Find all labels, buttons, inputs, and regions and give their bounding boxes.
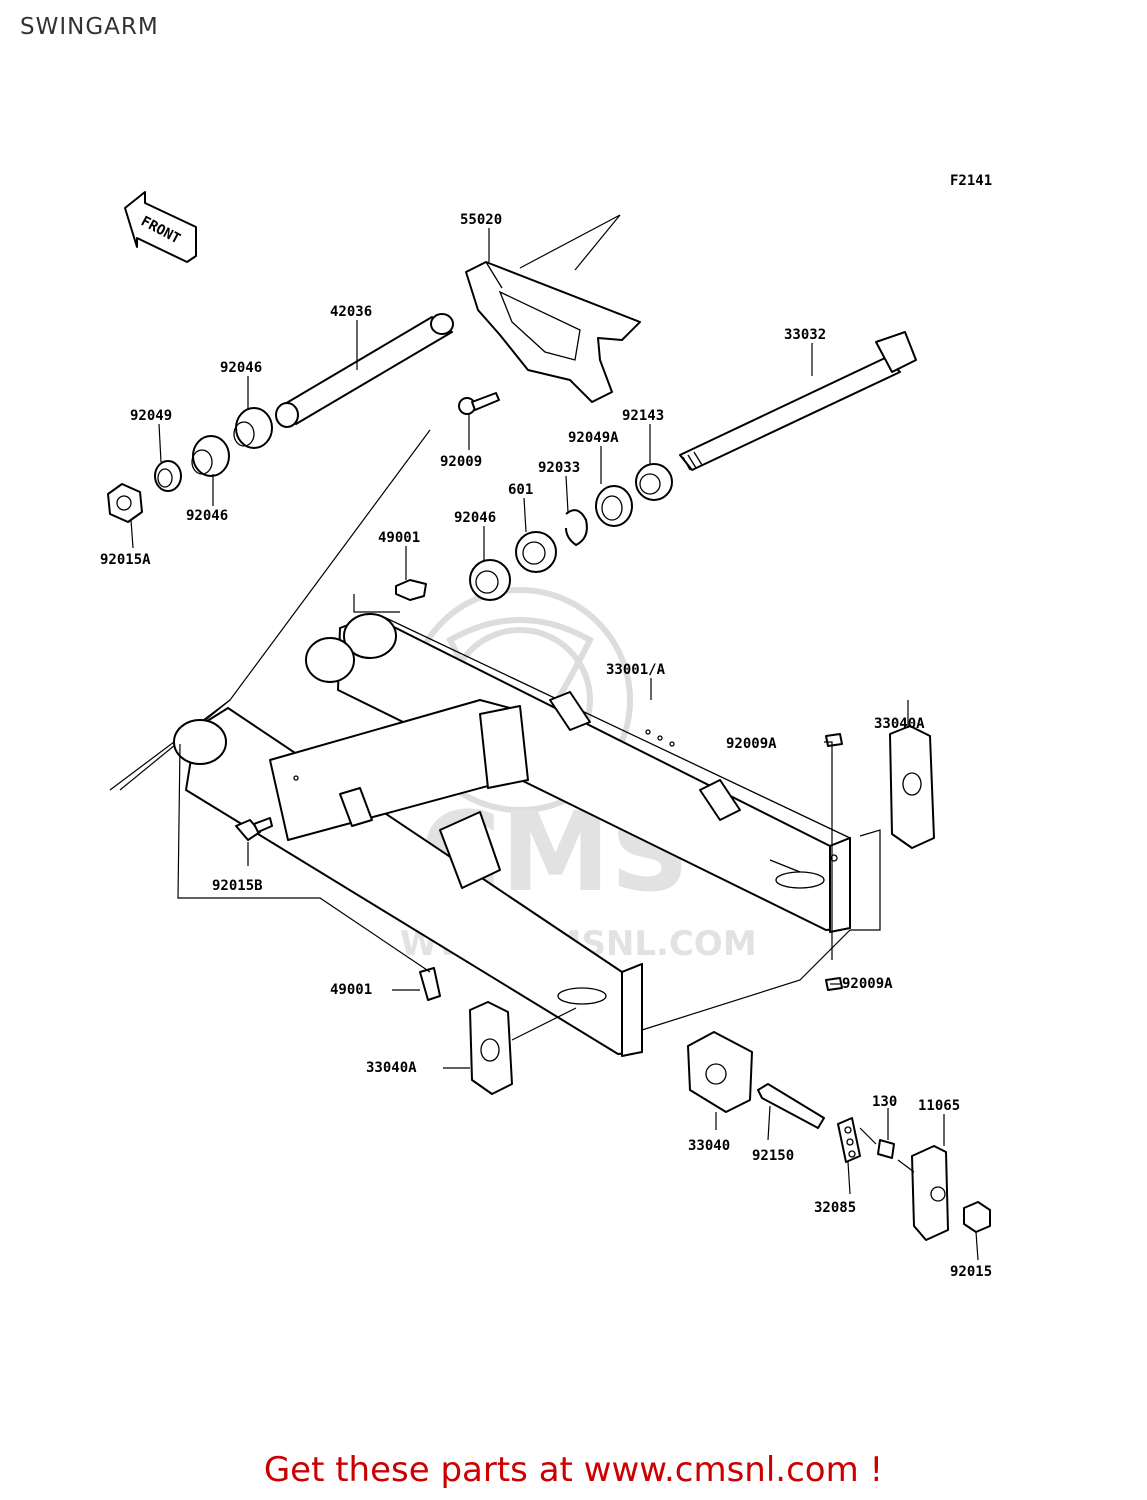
callout-49001-top: 49001 — [378, 530, 420, 546]
callout-92015: 92015 — [950, 1264, 992, 1280]
front-arrow-icon: FRONT — [124, 191, 197, 263]
callout-92009A-bottom: 92009A — [842, 976, 893, 992]
callout-92009A-top: 92009A — [726, 736, 777, 752]
callout-92143: 92143 — [622, 408, 664, 424]
bolt-92015B — [235, 817, 273, 841]
nut-92015 — [963, 1201, 991, 1233]
collar-92143 — [635, 463, 673, 501]
callouts: 55020 42036 33032 92046 92049 92046 9201… — [100, 212, 992, 1280]
chain-guard-55020 — [465, 261, 641, 403]
seal-92049A — [595, 485, 633, 527]
callout-49001-bottom: 49001 — [330, 982, 372, 998]
grease-nipple-49001-bottom — [419, 967, 441, 1001]
circlip-92033 — [565, 509, 588, 546]
bolt-92009A-top — [825, 733, 843, 747]
bracket-11065 — [911, 1145, 949, 1241]
adjuster-block-33040 — [687, 1031, 753, 1113]
grease-nipple-49001-top — [395, 579, 427, 601]
leader-lines — [130, 228, 979, 1261]
plate-33040A-right — [889, 725, 935, 849]
figure-code: F2141 — [950, 173, 992, 189]
callout-92049: 92049 — [130, 408, 172, 424]
callout-42036: 42036 — [330, 304, 372, 320]
needle-bearing-92046-top — [233, 407, 273, 449]
bolt-92009 — [458, 392, 500, 415]
callout-33032: 33032 — [784, 327, 826, 343]
callout-92046-top: 92046 — [220, 360, 262, 376]
needle-bearing-92046-mid — [191, 435, 230, 477]
callout-33040A-right: 33040A — [874, 716, 925, 732]
callout-92049A: 92049A — [568, 430, 619, 446]
bolt-92150 — [757, 1083, 825, 1129]
callout-33040A-left: 33040A — [366, 1060, 417, 1076]
plate-32085 — [837, 1117, 861, 1163]
plate-33040A-left — [469, 1001, 513, 1095]
spacer-92046-low — [469, 559, 511, 601]
nut-92015A — [107, 483, 143, 523]
callout-130: 130 — [872, 1094, 897, 1110]
callout-92015B: 92015B — [212, 878, 263, 894]
footer-link[interactable]: Get these parts at www.cmsnl.com ! — [263, 1450, 884, 1490]
callout-33001A: 33001/A — [606, 662, 666, 678]
pivot-shaft-33032 — [679, 331, 917, 471]
callout-55020: 55020 — [460, 212, 502, 228]
swingarm-exploded-diagram: CMS WWW.CMSNL.COM FRONT F2141 — [100, 173, 992, 1280]
callout-92046-mid: 92046 — [186, 508, 228, 524]
page-title: SWINGARM — [20, 14, 159, 40]
pivot-sleeve-42036 — [275, 313, 454, 428]
ball-bearing-601 — [515, 531, 557, 573]
callout-92033: 92033 — [538, 460, 580, 476]
callout-92046-low: 92046 — [454, 510, 496, 526]
callout-92009: 92009 — [440, 454, 482, 470]
callout-11065: 11065 — [918, 1098, 960, 1114]
callout-32085: 32085 — [814, 1200, 856, 1216]
callout-92015A: 92015A — [100, 552, 151, 568]
seal-92049 — [154, 460, 182, 492]
screw-130 — [877, 1139, 895, 1159]
callout-601: 601 — [508, 482, 533, 498]
callout-33040: 33040 — [688, 1138, 730, 1154]
callout-92150: 92150 — [752, 1148, 794, 1164]
